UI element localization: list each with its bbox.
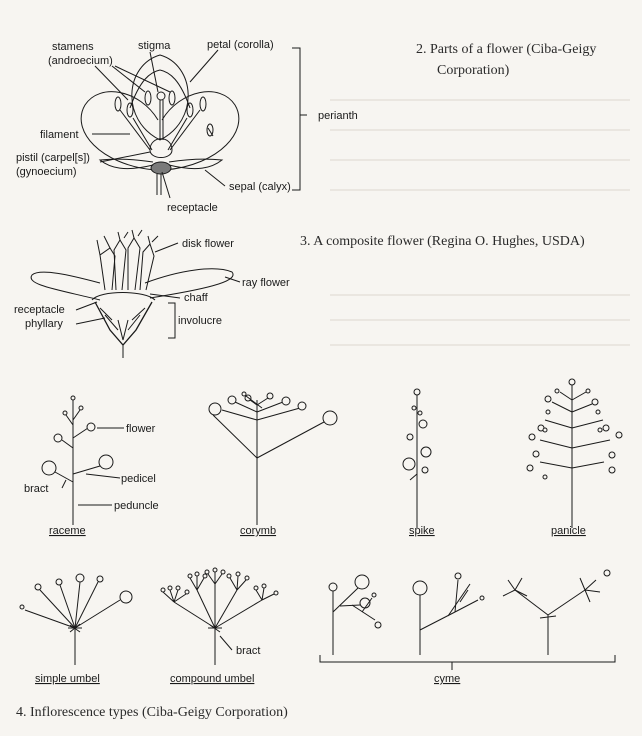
label-sepal: sepal (calyx) <box>229 181 291 193</box>
label-disk-flower: disk flower <box>182 238 234 250</box>
caption-fig2-line2: Corporation) <box>437 63 510 78</box>
receptacle-shape <box>151 162 171 174</box>
umbellets <box>161 568 278 602</box>
label-receptacle-composite: receptacle <box>14 304 65 316</box>
label-gynoecium: (gynoecium) <box>16 166 77 178</box>
cyme-diagram <box>320 570 615 670</box>
caption-fig4: 4. Inflorescence types (Ciba-Geigy Corpo… <box>16 705 288 720</box>
simple-umbel-diagram <box>20 574 132 665</box>
cyme-bracket <box>320 655 615 662</box>
label-raceme: raceme <box>49 525 86 537</box>
label-perianth: perianth <box>318 110 358 122</box>
label-stigma: stigma <box>138 40 171 52</box>
label-stamens: stamens <box>52 41 94 53</box>
label-flower: flower <box>126 423 156 435</box>
panicle-diagram <box>527 379 622 528</box>
label-pistil: pistil (carpel[s]) <box>16 152 90 164</box>
label-petal: petal (corolla) <box>207 39 274 51</box>
flower-parts-diagram <box>81 48 307 198</box>
label-bract: bract <box>24 483 48 495</box>
caption-fig3: 3. A composite flower (Regina O. Hughes,… <box>300 234 585 249</box>
label-ray-flower: ray flower <box>242 277 290 289</box>
label-peduncle: peduncle <box>114 500 159 512</box>
label-bract-umbel: bract <box>236 645 260 657</box>
label-chaff: chaff <box>184 292 209 304</box>
label-receptacle: receptacle <box>167 202 218 214</box>
label-filament: filament <box>40 129 79 141</box>
label-androecium: (androecium) <box>48 55 113 67</box>
label-simple-umbel: simple umbel <box>35 673 100 685</box>
label-pedicel: pedicel <box>121 473 156 485</box>
perianth-bracket <box>292 48 300 190</box>
label-corymb: corymb <box>240 525 276 537</box>
label-spike: spike <box>409 525 435 537</box>
corymb-diagram <box>209 392 337 525</box>
label-phyllary: phyllary <box>25 318 63 330</box>
pistil <box>150 92 172 158</box>
ray-flower-left <box>31 272 100 300</box>
raceme-diagram <box>42 396 124 525</box>
label-cyme: cyme <box>434 673 460 685</box>
label-panicle: panicle <box>551 525 586 537</box>
bleed-through-lines <box>330 100 630 345</box>
stamens <box>115 91 213 150</box>
disk-flowers <box>97 230 158 290</box>
label-compound-umbel: compound umbel <box>170 673 254 685</box>
label-involucre: involucre <box>178 315 222 327</box>
spike-diagram <box>403 389 431 528</box>
caption-fig2-line1: 2. Parts of a flower (Ciba-Geigy <box>416 42 596 57</box>
